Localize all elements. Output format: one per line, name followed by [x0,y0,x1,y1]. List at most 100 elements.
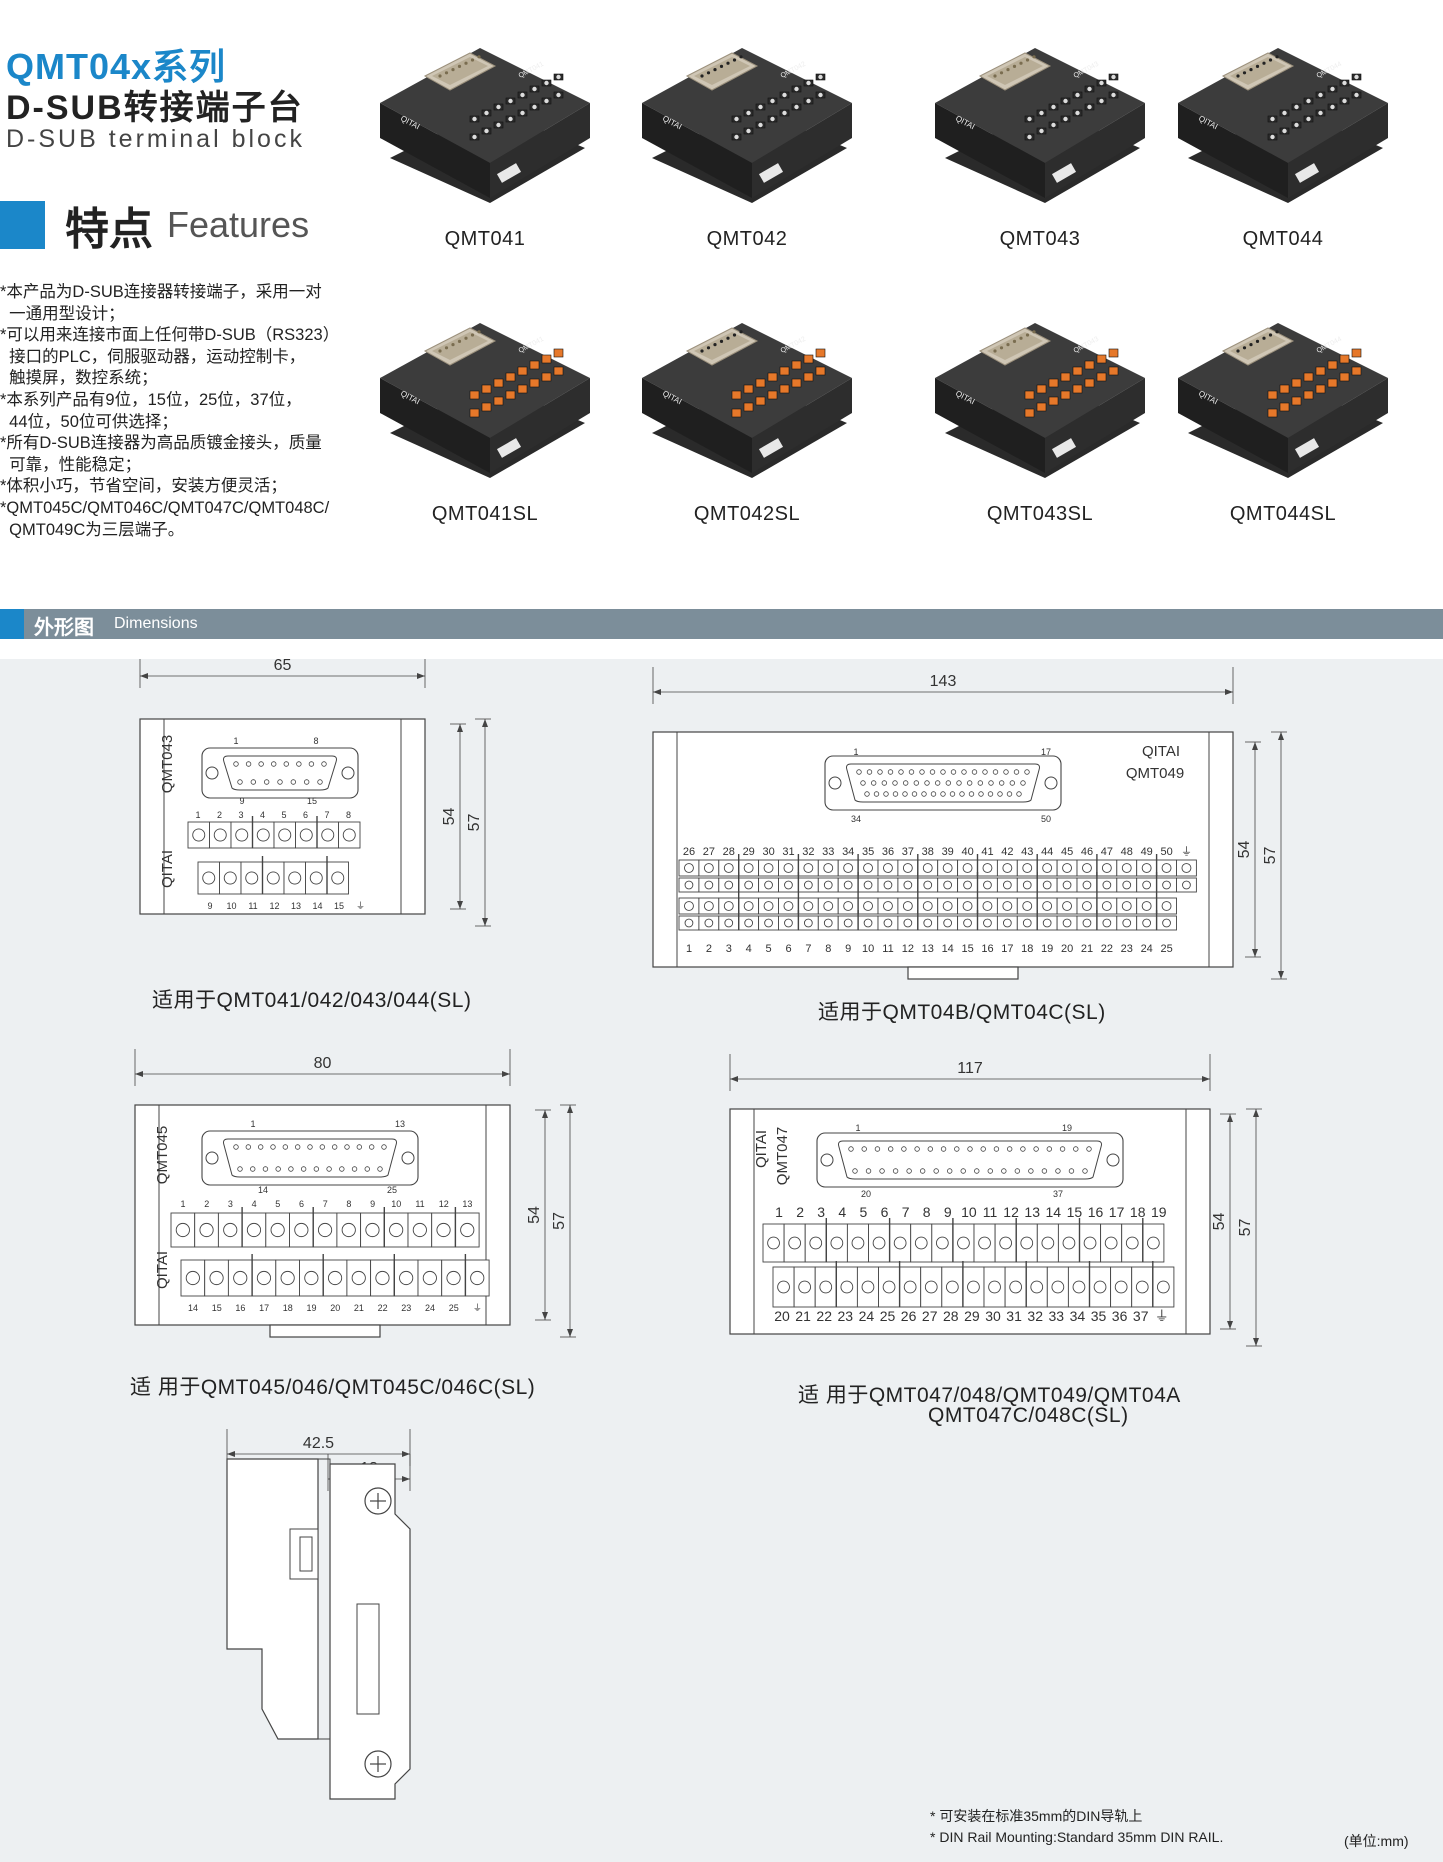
screw [1062,918,1072,928]
terminal-number: ⏚ [356,901,365,911]
terminal-number: 22 [1101,943,1113,955]
screw [1082,918,1092,928]
d1-bottom-cell [262,861,285,895]
screw [1161,901,1172,911]
din-clip [269,1324,381,1338]
mount-hole [205,766,219,780]
pin [978,791,984,797]
d2-h54-dim: 54 [1236,841,1253,859]
screw [704,880,714,890]
screw [256,1270,272,1286]
screw [982,901,993,911]
d2-mid-cell [877,877,899,893]
din-note-en: * DIN Rail Mounting:Standard 35mm DIN RA… [930,1829,1224,1845]
arrow [1278,732,1284,740]
terminal-number: 33 [1049,1308,1065,1324]
terminal-number: 21 [1081,943,1093,955]
d3-top-cell [289,1212,314,1248]
terminal-number: 11 [415,1199,424,1209]
terminal-number: 3 [238,810,243,820]
arrow [417,673,425,679]
screw [783,901,794,911]
pin [258,761,264,767]
mount-hole [1106,1153,1120,1167]
screw [843,901,854,911]
d5-width-dim: 42.5 [303,1435,334,1452]
d1-top-cell [295,821,318,849]
pin [908,769,915,775]
terminal-number: 18 [1021,943,1033,955]
terminal-number: 27 [922,1308,938,1324]
arrow [730,1076,738,1082]
terminal-number: 3 [817,1204,825,1220]
pin [283,761,289,767]
screw [1122,880,1132,890]
feature-line: *可以用来连接市面上任何带D-SUB（RS323） [0,326,340,345]
dimensions-title-cn: 外形图 [34,617,94,639]
d4-top-cell [825,1223,848,1263]
screw [235,828,249,842]
pin [245,761,252,767]
pin [945,780,952,786]
d3-bottom-cell [275,1259,300,1297]
d1-top-cell [209,821,232,849]
feature-line: 可靠，性能稳定； [0,455,142,474]
d2-top-cell [897,859,919,877]
pin [929,769,936,775]
d3-top-cell [217,1212,243,1248]
arrow [1202,1076,1210,1082]
pin [233,1144,239,1150]
pin [1055,1168,1061,1174]
screw [764,918,773,928]
pin [1013,769,1020,775]
d4-top-cell [1015,1223,1038,1263]
drawing1-caption: 适用于QMT041/042/043/044(SL) [152,989,472,1012]
screw [922,863,933,873]
pin [949,791,956,797]
pin [914,1146,920,1152]
d2-bottom-cell [1016,915,1038,931]
terminal-number: 36 [882,846,894,858]
feature-line: *体积小巧，节省空间，安装方便灵活； [0,477,287,496]
pin [902,791,908,797]
screw [999,1236,1013,1250]
d3-bottom-cell [204,1259,229,1297]
pin [940,769,946,775]
d2-bottom-cell [1156,915,1177,931]
terminal-number: 9 [944,1204,952,1220]
screw [1101,901,1112,911]
d4-top-cell [1142,1223,1165,1263]
arrow [135,1071,143,1077]
d2-mid-cell [718,877,740,893]
terminal-number: 2 [796,1204,804,1220]
screw [256,828,270,842]
terminal-number: 8 [346,1199,351,1209]
terminal-number: 50 [1160,846,1172,858]
screw [963,880,972,890]
screw [893,1236,907,1250]
d2-low-cell [698,897,720,915]
pin [277,779,283,785]
d1-top-cell [316,821,339,849]
terminal-number: ⏚ [1155,1308,1169,1324]
arrow [482,918,488,926]
screw [1062,901,1072,911]
terminal-number: 43 [1021,846,1033,858]
screw [723,901,734,911]
d4-bottom-cell [983,1266,1006,1308]
terminal-number: 11 [983,1204,998,1220]
d2-top-cell [758,859,779,877]
mount-hole [1044,776,1058,790]
screw [743,901,754,911]
d1-top-cell [338,821,361,849]
pin [998,780,1005,786]
product-label: QMT042SL [693,503,801,525]
d3-model: QMT045 [154,1126,171,1184]
pin [919,769,925,775]
screw [223,1222,238,1238]
d2-bottom-cell [1096,915,1118,931]
arrow [567,1329,573,1337]
